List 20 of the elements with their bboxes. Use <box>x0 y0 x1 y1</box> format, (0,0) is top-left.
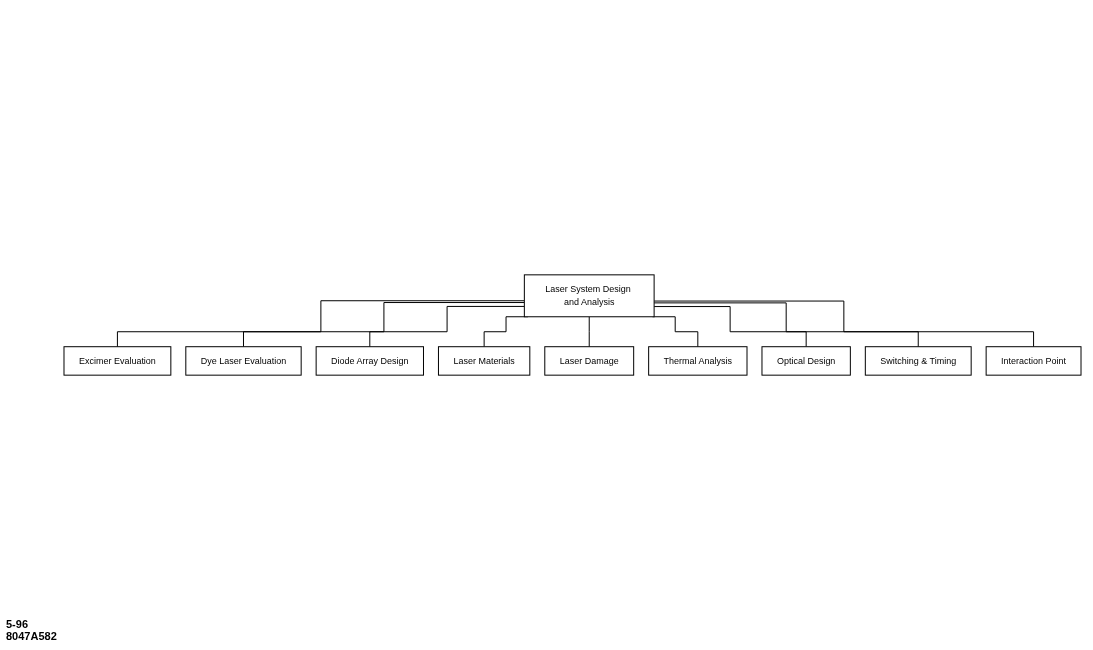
connector <box>588 316 590 348</box>
node-box: Excimer Evaluation <box>63 346 172 376</box>
connector <box>653 300 1035 348</box>
figure-code: 8047A582 <box>6 630 57 642</box>
connector <box>652 316 699 348</box>
node-box: Diode Array Design <box>315 346 424 376</box>
connector <box>653 306 807 348</box>
node-box: Laser Materials <box>437 346 531 376</box>
connector <box>653 302 919 348</box>
node-box: Laser System Design and Analysis <box>523 274 655 318</box>
node-box: Laser Damage <box>544 346 635 376</box>
figure-code: 5-96 <box>6 618 30 630</box>
node-box: Switching & Timing <box>864 346 972 376</box>
connector <box>369 305 525 348</box>
connector <box>243 302 525 348</box>
node-box: Interaction Point <box>985 346 1082 376</box>
node-box: Thermal Analysis <box>648 346 748 376</box>
node-box: Optical Design <box>761 346 851 376</box>
connector <box>116 300 525 348</box>
node-box: Dye Laser Evaluation <box>185 346 302 376</box>
